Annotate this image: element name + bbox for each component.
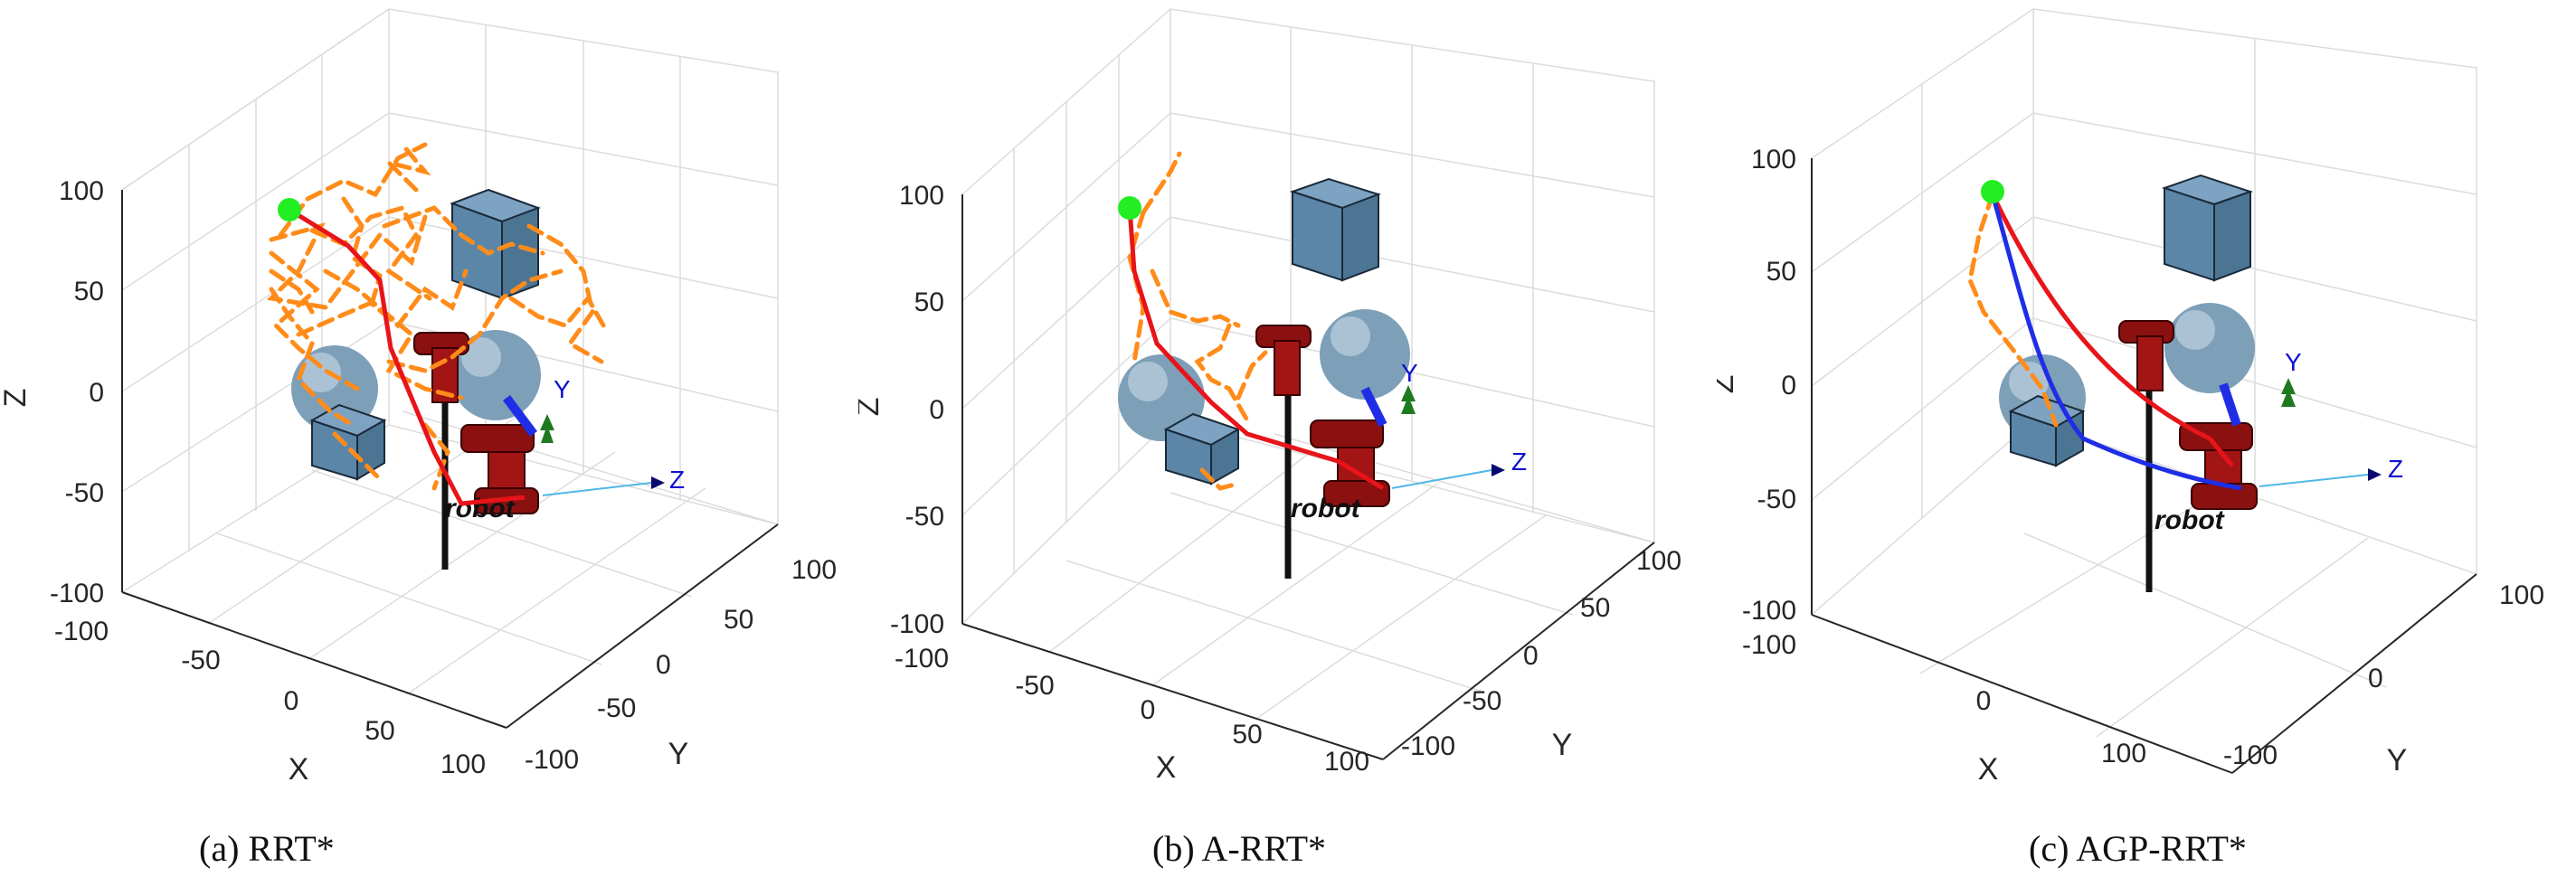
y-tick: 0 — [2368, 664, 2383, 693]
y-tick: -50 — [1463, 686, 1501, 716]
z-tick: 0 — [89, 378, 104, 408]
frame-z-arrow-icon — [2368, 468, 2382, 481]
z-axis-label: Z — [0, 389, 33, 408]
start-marker — [1118, 196, 1141, 220]
y-tick: 50 — [1580, 593, 1610, 623]
x-tick: 0 — [1141, 695, 1156, 725]
caption: (b) A-RRT* — [1152, 828, 1327, 869]
frame-z-axis-line — [542, 482, 652, 496]
z-tick: -100 — [50, 579, 104, 608]
z-tick: 50 — [914, 287, 944, 317]
x-tick: -100 — [895, 644, 949, 674]
y-tick: -100 — [2223, 740, 2278, 770]
x-tick: 0 — [284, 686, 299, 716]
robot-label: robot — [2155, 505, 2226, 535]
z-tick: -50 — [65, 478, 104, 508]
x-axis-label: X — [1978, 752, 1999, 787]
path-line — [1990, 193, 2234, 467]
z-tick: 100 — [59, 176, 104, 206]
axes-box — [1811, 158, 2477, 774]
plot-a-rrt-star: 100 50 0 -50 -100 Z -100 -50 0 50 100 X … — [858, 8, 1681, 785]
y-tick: -100 — [525, 745, 579, 775]
x-tick: -100 — [54, 617, 109, 646]
x-tick: 0 — [1976, 686, 1992, 716]
y-tick: -100 — [1401, 731, 1455, 761]
plot-agp-rrt-star: 100 50 0 -50 -100 Z -100 0 100 X -100 0 … — [1717, 8, 2544, 787]
y-tick: 100 — [1636, 546, 1681, 576]
path-line — [1127, 207, 1385, 491]
y-tick: 0 — [1523, 641, 1539, 671]
y-tick: 100 — [791, 555, 837, 585]
exploration-tree — [266, 142, 609, 491]
panel-a-rrt-star: 100 50 0 -50 -100 Z -100 -50 0 50 100 X … — [858, 0, 1717, 886]
z-axis-label: Z — [858, 398, 886, 417]
y-tick: 50 — [724, 605, 753, 635]
z-tick: -50 — [905, 502, 944, 532]
caption: (c) AGP-RRT* — [2029, 828, 2247, 869]
obstacle-sphere-right — [450, 330, 541, 420]
y-axis-label: Y — [668, 737, 689, 771]
obstacle-sphere-right — [1320, 309, 1410, 400]
axes-box — [961, 194, 1655, 760]
robot-arm — [2118, 320, 2296, 592]
path-line — [288, 207, 526, 506]
x-tick: 100 — [440, 749, 486, 779]
frame-y-label: Y — [554, 375, 571, 403]
x-tick: -50 — [1015, 671, 1054, 701]
frame-z-axis-line — [1391, 469, 1492, 489]
z-tick: 50 — [74, 277, 104, 306]
x-axis-label: X — [289, 752, 309, 787]
y-axis-label: Y — [1552, 728, 1573, 762]
x-tick: 50 — [365, 716, 394, 746]
frame-y-label: Y — [2285, 348, 2302, 376]
frame-z-arrow-icon — [651, 476, 665, 489]
x-tick: 50 — [1232, 720, 1262, 749]
panel-agp-rrt-star: 100 50 0 -50 -100 Z -100 0 100 X -100 0 … — [1717, 0, 2575, 886]
x-tick: -100 — [1742, 630, 1796, 660]
z-tick: -50 — [1757, 485, 1796, 514]
z-tick: 100 — [899, 181, 944, 211]
y-axis-label: Y — [2387, 743, 2408, 778]
obstacle-cube-left — [309, 403, 387, 481]
obstacle-cube-left — [2008, 394, 2086, 467]
frame-y-label: Y — [1401, 359, 1418, 387]
obstacle-sphere-right — [2164, 303, 2255, 393]
plot-rrt-star: 100 50 0 -50 -100 Z -100 -50 0 50 100 X … — [0, 8, 837, 787]
z-tick: 50 — [1766, 257, 1796, 287]
axes-box — [121, 190, 779, 729]
x-axis-label: X — [1156, 750, 1177, 785]
frame-z-label: Z — [669, 466, 685, 494]
exploration-tree — [1967, 192, 2059, 428]
x-tick: 100 — [1324, 747, 1369, 777]
start-marker — [278, 198, 301, 222]
panel-rrt-star: 100 50 0 -50 -100 Z -100 -50 0 50 100 X … — [0, 0, 858, 886]
robot-label: robot — [1291, 494, 1362, 523]
frame-z-label: Z — [1511, 448, 1527, 476]
z-tick: -100 — [1742, 596, 1796, 626]
z-tick: 100 — [1751, 145, 1796, 174]
obstacle-cube-top — [2161, 174, 2254, 282]
y-tick: 100 — [2499, 580, 2544, 610]
grid-lines — [961, 8, 1655, 760]
z-tick: -100 — [890, 609, 944, 639]
y-tick: -50 — [597, 693, 636, 723]
x-tick: 100 — [2101, 739, 2146, 768]
frame-z-axis-line — [2259, 474, 2369, 487]
y-tick: 0 — [656, 650, 671, 680]
caption: (a) RRT* — [199, 828, 335, 869]
smoothed-path-line — [1990, 193, 2242, 491]
frame-z-arrow-icon — [1492, 464, 1505, 476]
x-tick: -50 — [181, 646, 220, 675]
start-marker — [1981, 180, 2004, 203]
z-tick: 0 — [929, 395, 944, 425]
z-axis-label: Z — [1717, 375, 1740, 394]
obstacle-cube-top — [1289, 177, 1382, 282]
robot-arm — [1255, 325, 1416, 579]
z-tick: 0 — [1781, 371, 1796, 401]
frame-z-label: Z — [2388, 455, 2403, 483]
